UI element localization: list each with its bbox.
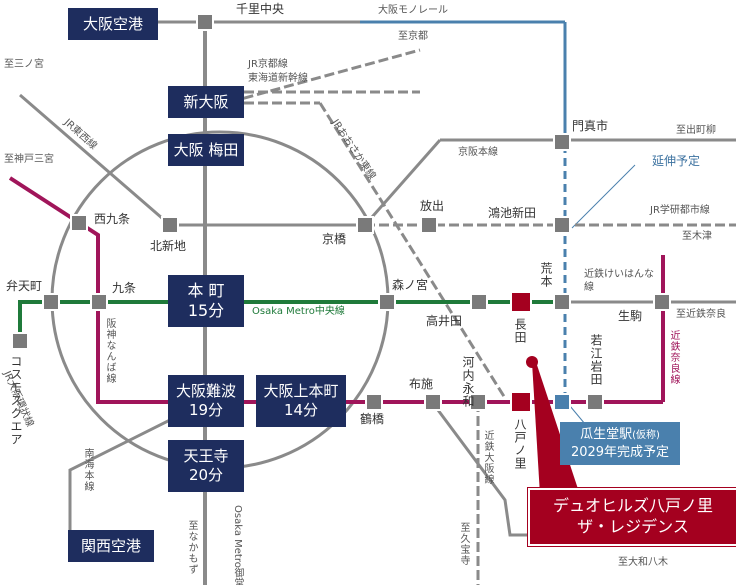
kansai-airport-label: 関西空港 [80, 536, 141, 555]
jr-kyoto-label: JR京都線 [248, 59, 288, 70]
osaka-airport-box[interactable]: 大阪空港 [68, 8, 158, 40]
to-kyoto-label: 至京都 [398, 31, 428, 42]
aramoto-label: 荒本 [539, 262, 553, 288]
fuse-label: 布施 [409, 377, 434, 391]
morinomiya-label: 森ノ宮 [392, 278, 429, 292]
keihan-line-a [363, 139, 442, 226]
ikoma-station[interactable] [653, 293, 671, 311]
gakken-label: JR学研都市線 [650, 205, 710, 216]
takaida-label: 高井田 [426, 314, 463, 328]
wakaeiwata-label: 若江岩田 [589, 334, 603, 386]
aramoto-station[interactable] [553, 293, 571, 311]
kintetsu-nara-label: 近鉄奈良線 [668, 330, 679, 385]
konoike-station[interactable] [553, 216, 571, 234]
new-station-name: 瓜生堂駅 [580, 427, 633, 442]
kadoma-station[interactable] [553, 133, 571, 151]
tennoji-time: 20分 [188, 466, 224, 484]
to-sannomiya-label: 至三ノ宮 [4, 59, 44, 70]
metro-chuo-label: Osaka Metro中央線 [252, 306, 345, 317]
shin-osaka-label: 新大阪 [183, 92, 229, 111]
to-kobe-sannomiya-label: 至神戸三宮 [4, 154, 54, 165]
osaka-airport-label: 大阪空港 [82, 14, 143, 33]
uryudo-station[interactable] [553, 393, 571, 411]
tsuruhashi-label: 鶴橋 [360, 412, 385, 426]
takaida-station[interactable] [470, 293, 488, 311]
bentencho-station[interactable] [42, 293, 60, 311]
nankai-line [68, 408, 191, 545]
to-yamatoyagi-label: 至大和八木 [618, 557, 668, 568]
hanaten-label: 放出 [420, 199, 445, 213]
namba-label: 大阪難波 [175, 382, 236, 401]
property-name: デュオヒルズ八戸ノ里 [552, 496, 713, 515]
new-station-note: (仮称) [632, 430, 660, 441]
senri-chuo-station[interactable] [196, 13, 214, 31]
kujo-label: 九条 [112, 281, 137, 295]
uehommachi-label: 大阪上本町 [263, 382, 339, 401]
shinkansen-label: 東海道新幹線 [248, 73, 308, 84]
kintetsu-osaka-label: 近鉄大阪線 [482, 430, 493, 485]
osaka-monorail-label: 大阪モノレール [378, 5, 448, 16]
konoike-label: 鴻池新田 [488, 206, 537, 220]
kitashinchi-station[interactable] [161, 216, 179, 234]
to-kyuhoji-label: 至久宝寺 [458, 522, 469, 566]
jr-tozai-line [19, 93, 171, 227]
nagata-station[interactable] [510, 291, 532, 313]
kyobashi-label: 京橋 [322, 232, 347, 246]
tsuruhashi-station[interactable] [365, 393, 383, 411]
kadoma-label: 門真市 [572, 119, 609, 133]
to-demachiyanagi-label: 至出町柳 [676, 125, 716, 136]
namba-time: 19分 [188, 401, 224, 419]
kyobashi-station[interactable] [356, 216, 374, 234]
to-kizu-label: 至木津 [682, 231, 712, 242]
kansai-airport-box[interactable]: 関西空港 [68, 530, 154, 562]
osaka-higashi-line [318, 102, 507, 399]
midosuji-label: Osaka Metro御堂筋線 [232, 505, 243, 585]
property-box[interactable]: デュオヒルズ八戸ノ里 ザ・レジデンス [527, 487, 736, 547]
osaka-umeda-box[interactable]: 大阪 梅田 [168, 134, 244, 166]
new-station-date: 2029年完成予定 [570, 444, 670, 460]
hanaten-station[interactable] [420, 216, 438, 234]
honmachi-time: 15分 [187, 301, 225, 320]
extension-callout [571, 164, 636, 229]
ikoma-label: 生駒 [618, 309, 643, 323]
hachinosato-station[interactable] [510, 391, 532, 413]
shin-osaka-box[interactable]: 新大阪 [168, 86, 244, 118]
osaka-umeda-label: 大阪 梅田 [173, 140, 239, 159]
uehommachi-time: 14分 [283, 401, 319, 419]
cosmosquare-station[interactable] [11, 332, 29, 350]
hachinosato-label: 八戸ノ里 [513, 418, 527, 470]
nishikujo-station[interactable] [70, 214, 88, 232]
property-subname: ザ・レジデンス [577, 516, 689, 536]
kujo-station[interactable] [90, 293, 108, 311]
honmachi-label: 本 町 [187, 281, 225, 300]
extension-plan-label: 延伸予定 [652, 154, 701, 168]
kawachieiwa-station[interactable] [469, 393, 487, 411]
to-nakamozu-label: 至なかもず [186, 520, 197, 575]
nagata-label: 長田 [513, 318, 527, 344]
kawachieiwa-label: 河内永和 [461, 356, 475, 408]
morinomiya-station[interactable] [378, 293, 396, 311]
nishikujo-label: 西九条 [94, 212, 131, 226]
nankai-label: 南海本線 [82, 448, 93, 492]
keihan-main-label: 京阪本線 [458, 147, 498, 158]
tennoji-label: 天王寺 [183, 447, 229, 466]
fuse-station[interactable] [424, 393, 442, 411]
to-kintetsu-nara-label: 至近鉄奈良 [676, 309, 726, 320]
wakaeiwata-station[interactable] [586, 393, 604, 411]
new-station-box[interactable]: 瓜生堂駅(仮称) 2029年完成予定 [560, 422, 680, 466]
keihanna-label: 近鉄けいはんな線 [584, 269, 654, 293]
senri-chuo-label: 千里中央 [236, 2, 285, 16]
kitashinchi-label: 北新地 [150, 239, 187, 253]
bentencho-label: 弁天町 [6, 279, 43, 293]
hanshin-namba-label: 阪神なんば線 [104, 318, 115, 384]
cosmosquare-label: コスモスクエア [9, 355, 23, 446]
